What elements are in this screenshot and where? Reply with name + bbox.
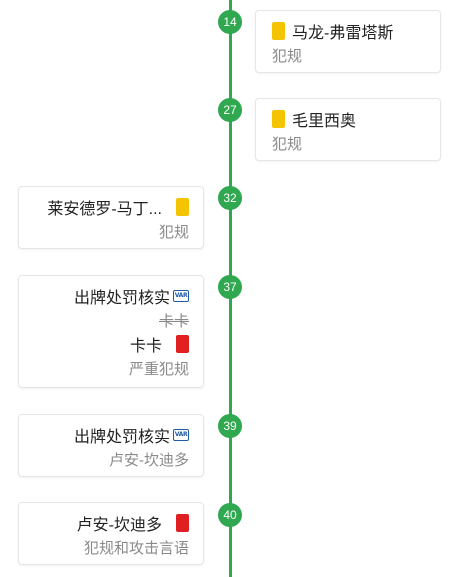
- minute-marker: 14: [218, 10, 242, 34]
- minute-marker: 39: [218, 414, 242, 438]
- player-name: 卢安-坎迪多: [76, 517, 162, 534]
- player-name: 马龙-弗雷塔斯: [292, 25, 394, 42]
- event-reason: 犯规: [158, 223, 189, 241]
- var-check-subject: 卡卡: [158, 312, 189, 330]
- event-card[interactable]: 马龙-弗雷塔斯 犯规: [255, 10, 441, 73]
- event-card[interactable]: 毛里西奥 犯规: [255, 98, 441, 161]
- event-card[interactable]: 莱安德罗-马丁... 犯规: [18, 186, 204, 249]
- event-card[interactable]: 卢安-坎迪多 犯规和攻击言语: [18, 502, 204, 565]
- yellow-card-icon: [272, 22, 285, 40]
- player-name: 莱安德罗-马丁...: [47, 201, 162, 218]
- minute-marker: 27: [218, 98, 242, 122]
- var-icon: VAR: [173, 429, 189, 441]
- red-card-icon: [176, 514, 189, 532]
- minute-marker: 32: [218, 186, 242, 210]
- event-card[interactable]: 出牌处罚核实 VAR 卢安-坎迪多: [18, 414, 204, 477]
- red-card-icon: [176, 335, 189, 353]
- event-reason: 严重犯规: [128, 360, 189, 378]
- player-name: 卡卡: [129, 338, 162, 355]
- player-name: 毛里西奥: [292, 113, 357, 130]
- var-check-title: 出牌处罚核实: [73, 429, 170, 446]
- event-reason: 犯规: [272, 47, 303, 65]
- event-reason: 犯规和攻击言语: [83, 539, 189, 557]
- var-check-subject: 卢安-坎迪多: [109, 451, 189, 469]
- yellow-card-icon: [176, 198, 189, 216]
- event-card[interactable]: 出牌处罚核实 VAR 卡卡 卡卡 严重犯规: [18, 275, 204, 388]
- event-reason: 犯规: [272, 135, 303, 153]
- var-check-title: 出牌处罚核实: [73, 290, 170, 307]
- minute-marker: 37: [218, 275, 242, 299]
- var-icon: VAR: [173, 290, 189, 302]
- minute-marker: 40: [218, 503, 242, 527]
- yellow-card-icon: [272, 110, 285, 128]
